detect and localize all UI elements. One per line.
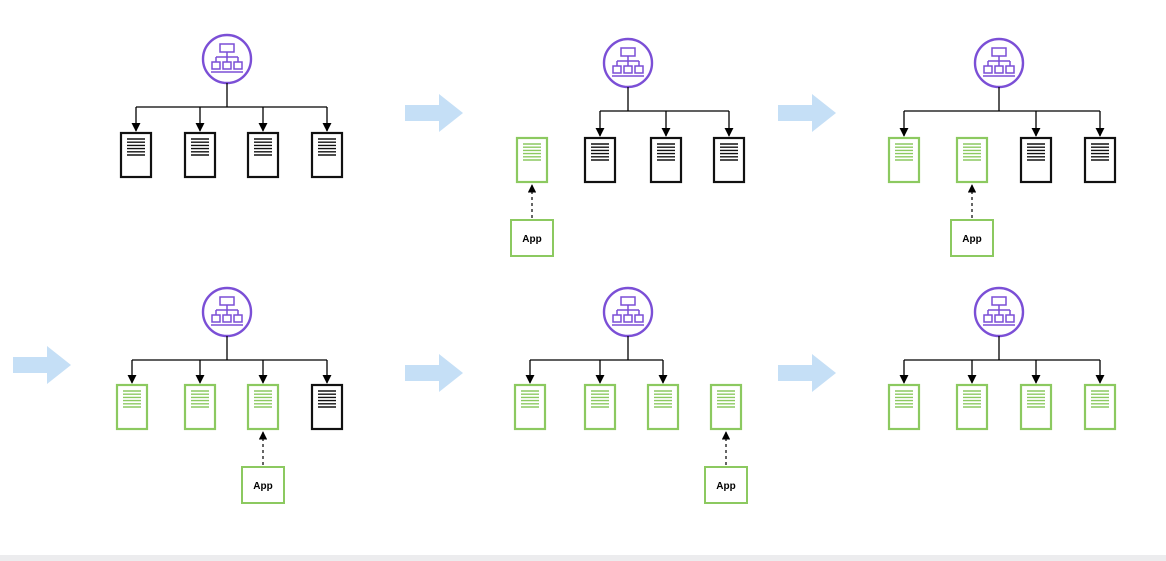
step-arrow-icon [405, 354, 463, 392]
step-arrow-icon [778, 354, 836, 392]
app-box: App [241, 431, 285, 504]
deployment-stage-5: App [513, 286, 748, 504]
balancer-connectors [525, 336, 668, 384]
app-label: App [716, 481, 735, 492]
server-icon [955, 136, 989, 184]
server-icon [1019, 383, 1053, 431]
load-balancer-icon [602, 37, 654, 89]
step-arrow-icon [13, 346, 71, 384]
server-icon [515, 136, 549, 184]
server-icon [119, 131, 153, 179]
server-icon [1083, 383, 1117, 431]
server-icon [310, 383, 344, 431]
app-box: App [510, 184, 554, 257]
server-icon [1083, 136, 1117, 184]
step-arrow-icon [778, 94, 836, 132]
server-icon [246, 383, 280, 431]
load-balancer-icon [973, 37, 1025, 89]
app-box: App [950, 184, 994, 257]
server-icon [183, 383, 217, 431]
server-icon [583, 383, 617, 431]
balancer-connectors [127, 336, 332, 384]
server-icon [1019, 136, 1053, 184]
step-arrow-icon [405, 94, 463, 132]
deployment-stage-1 [119, 33, 344, 179]
server-icon [709, 383, 743, 431]
deployment-stage-2: App [510, 37, 746, 257]
balancer-connectors [899, 336, 1105, 384]
app-label: App [522, 234, 541, 245]
balancer-connectors [595, 87, 734, 137]
deployment-stage-6 [887, 286, 1117, 431]
server-icon [513, 383, 547, 431]
server-icon [115, 383, 149, 431]
server-icon [310, 131, 344, 179]
server-icon [887, 136, 921, 184]
deployment-stage-3: App [887, 37, 1117, 257]
app-label: App [253, 481, 272, 492]
load-balancer-icon [201, 33, 253, 85]
app-box: App [704, 431, 748, 504]
server-icon [955, 383, 989, 431]
server-icon [712, 136, 746, 184]
balancer-connectors [899, 87, 1105, 137]
footer-strip [0, 555, 1166, 561]
balancer-connectors [131, 83, 332, 132]
server-icon [183, 131, 217, 179]
server-icon [246, 131, 280, 179]
load-balancer-icon [973, 286, 1025, 338]
load-balancer-icon [602, 286, 654, 338]
server-icon [646, 383, 680, 431]
deployment-stage-4: App [115, 286, 344, 504]
server-icon [649, 136, 683, 184]
server-icon [887, 383, 921, 431]
server-icon [583, 136, 617, 184]
load-balancer-icon [201, 286, 253, 338]
app-label: App [962, 234, 981, 245]
